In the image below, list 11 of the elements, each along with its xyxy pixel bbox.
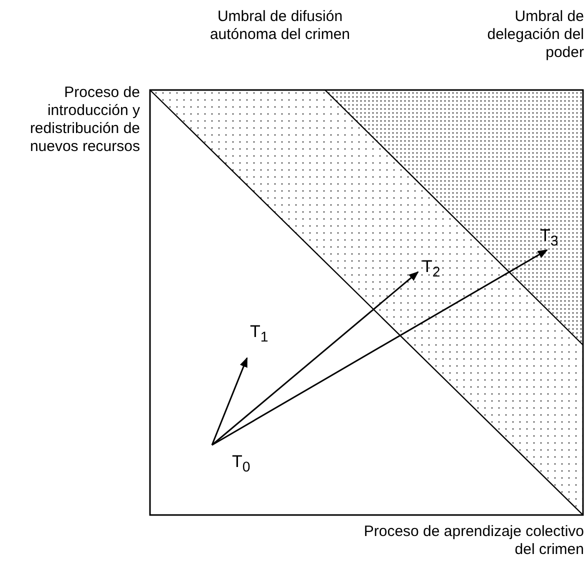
axis-label: Proceso de aprendizaje colectivo del crimen [362, 523, 584, 559]
arrow [212, 271, 419, 446]
time-label: T$_{0}$ [232, 452, 250, 478]
axis-label: Umbral de difusión autónoma del crimen [208, 8, 352, 44]
time-label: T$_{3}$ [540, 226, 558, 252]
time-label: T$_{2}$ [422, 257, 440, 282]
axis-label: Umbral de delegación del poder [486, 8, 584, 62]
arrow [212, 249, 548, 446]
axis-label: Proceso de introducción y redistribución de nuevos recursos [28, 84, 140, 156]
time-label: T$_{1}$ [250, 322, 268, 348]
arrow [211, 357, 248, 446]
